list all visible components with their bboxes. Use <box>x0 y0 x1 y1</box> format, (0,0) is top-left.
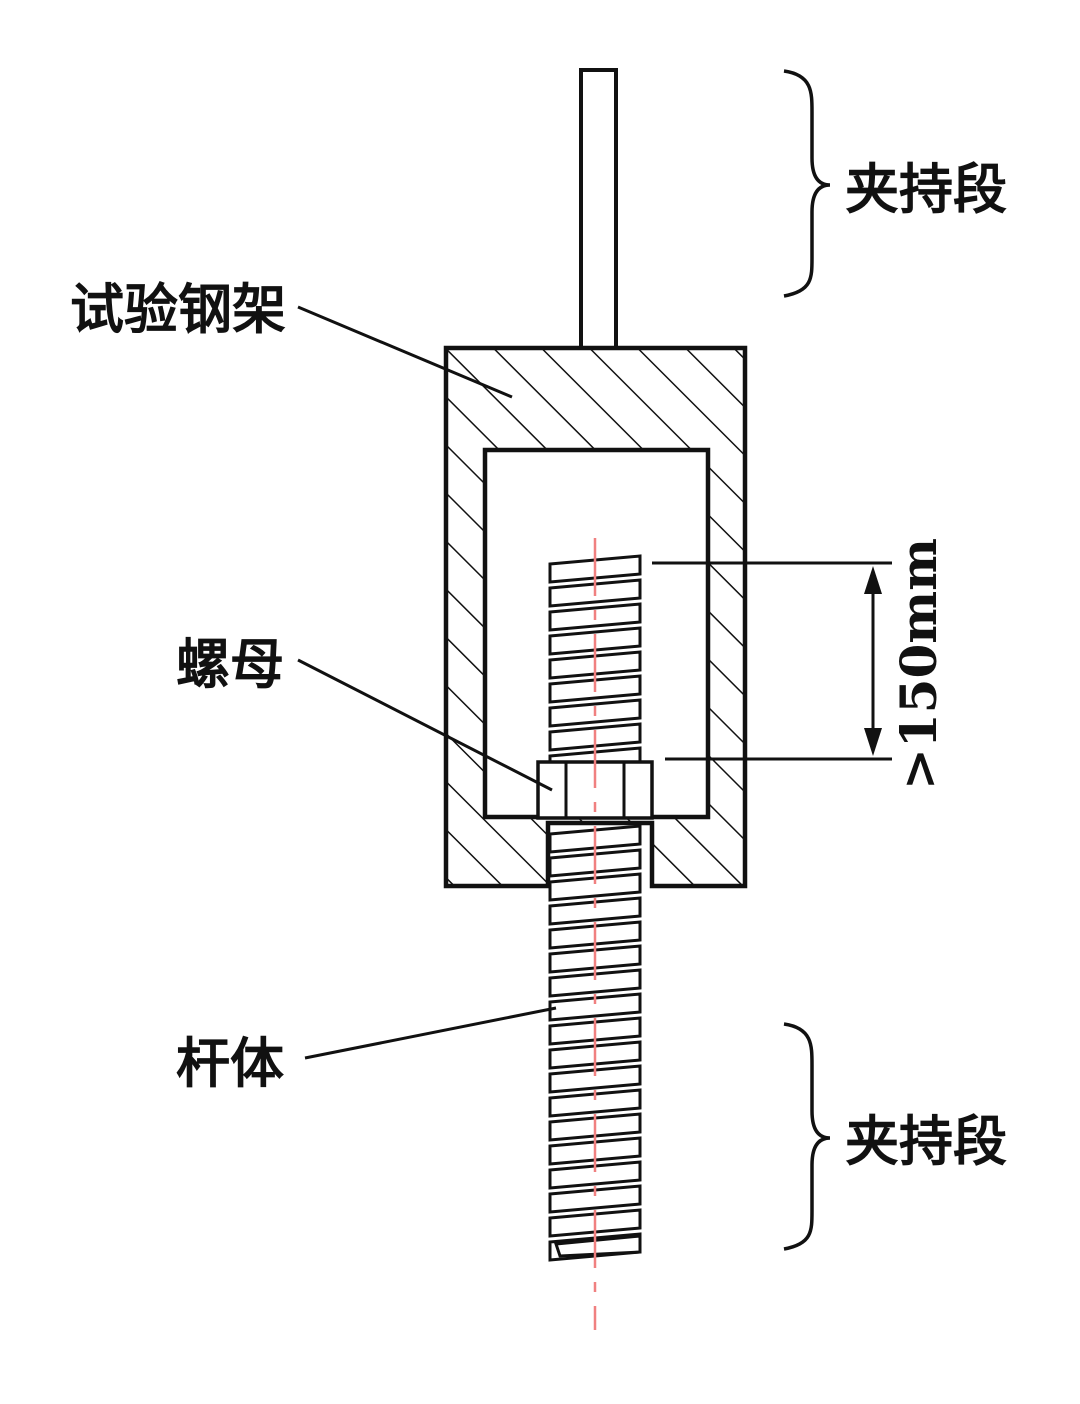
rod-body-label: 杆体 <box>176 1031 284 1095</box>
top-clamp-brace <box>783 69 831 298</box>
thread-band <box>548 896 642 926</box>
rod-body-leader <box>304 1006 557 1060</box>
thread-band <box>548 872 642 902</box>
dimension-150mm <box>652 561 892 761</box>
bottom-clamp-brace <box>783 1022 831 1251</box>
bottom-clamp-label: 夹持段 <box>845 1109 1007 1173</box>
test-steel-frame <box>443 345 748 889</box>
rod-body-threads <box>548 824 642 1262</box>
steel-frame-label: 试验钢架 <box>70 277 286 341</box>
thread-band <box>548 1064 642 1094</box>
top-clamp-rod <box>579 68 618 350</box>
rod-end-cap <box>553 1234 642 1258</box>
thread-band <box>548 1184 642 1214</box>
steel-frame-leader <box>297 305 513 399</box>
dimension-label: >150mm <box>889 538 948 790</box>
thread-band <box>548 1088 642 1118</box>
thread-band <box>548 968 642 998</box>
nut-leader <box>297 658 553 792</box>
top-clamp-label: 夹持段 <box>845 157 1007 221</box>
thread-band <box>548 992 642 1022</box>
nut-label: 螺母 <box>176 632 284 696</box>
thread-band <box>548 1160 642 1190</box>
